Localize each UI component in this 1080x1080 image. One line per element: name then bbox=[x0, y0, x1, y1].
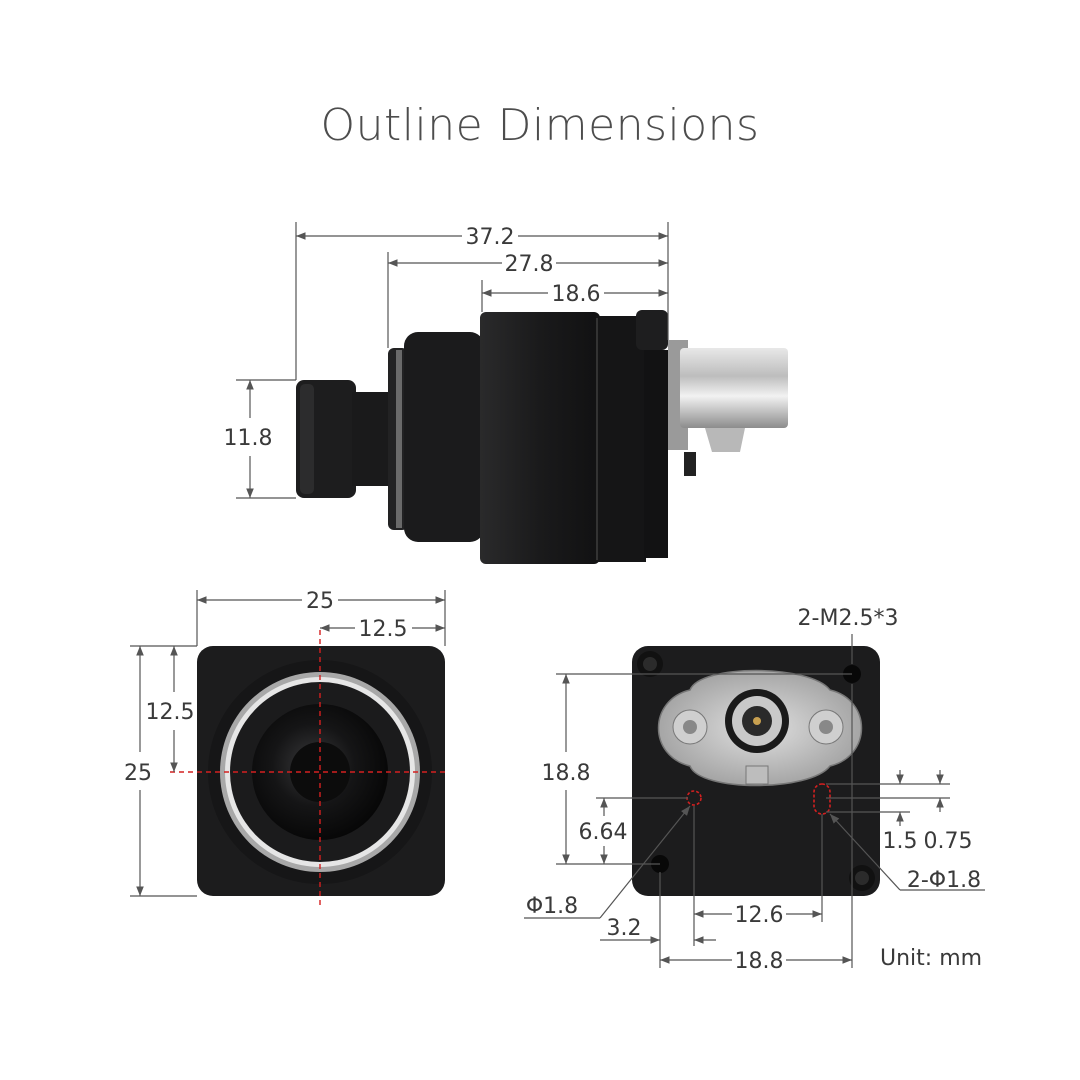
dim-lens-diameter: 11.8 bbox=[224, 426, 273, 451]
dim-front-half-height: 12.5 bbox=[146, 700, 195, 725]
dim-front-height: 25 bbox=[124, 761, 152, 786]
page-title: Outline Dimensions bbox=[320, 100, 760, 151]
side-view bbox=[296, 310, 788, 564]
label-screw-holes: 2-M2.5*3 bbox=[798, 606, 899, 631]
side-connector-barrel bbox=[680, 348, 788, 428]
dim-hole-spacing-horizontal: 18.8 bbox=[735, 949, 784, 974]
side-lens-neck bbox=[352, 392, 392, 486]
side-lens-holder bbox=[404, 332, 484, 542]
dim-edge-offset: 3.2 bbox=[607, 916, 642, 941]
rear-view bbox=[632, 646, 880, 896]
front-dimensions: 25 12.5 25 12.5 bbox=[124, 589, 446, 897]
rear-dimensions: 2-M2.5*3 18.8 6.64 1.5 0.75 2-Φ1.8 Φ1.8 bbox=[524, 606, 985, 974]
rear-slot-hole bbox=[813, 783, 831, 815]
dim-overall-length: 37.2 bbox=[466, 225, 515, 250]
dim-body-length: 27.8 bbox=[505, 252, 554, 277]
label-slot-holes: 2-Φ1.8 bbox=[907, 868, 981, 893]
label-pin-hole: Φ1.8 bbox=[526, 894, 578, 919]
dim-housing-length: 18.6 bbox=[552, 282, 601, 307]
dim-pin-offset: 6.64 bbox=[579, 820, 628, 845]
unit-label: Unit: mm bbox=[880, 946, 983, 971]
side-housing bbox=[480, 312, 600, 564]
front-view bbox=[170, 630, 445, 905]
dim-hole-spacing-vertical: 18.8 bbox=[542, 761, 591, 786]
side-dimensions: 37.2 27.8 18.6 11.8 bbox=[224, 222, 669, 499]
dim-slot-length: 1.5 bbox=[883, 829, 918, 854]
dim-pin-to-slot: 12.6 bbox=[735, 903, 784, 928]
dim-front-width: 25 bbox=[306, 589, 334, 614]
dim-front-half-width: 12.5 bbox=[359, 617, 408, 642]
dim-slot-half: 0.75 bbox=[924, 829, 973, 854]
